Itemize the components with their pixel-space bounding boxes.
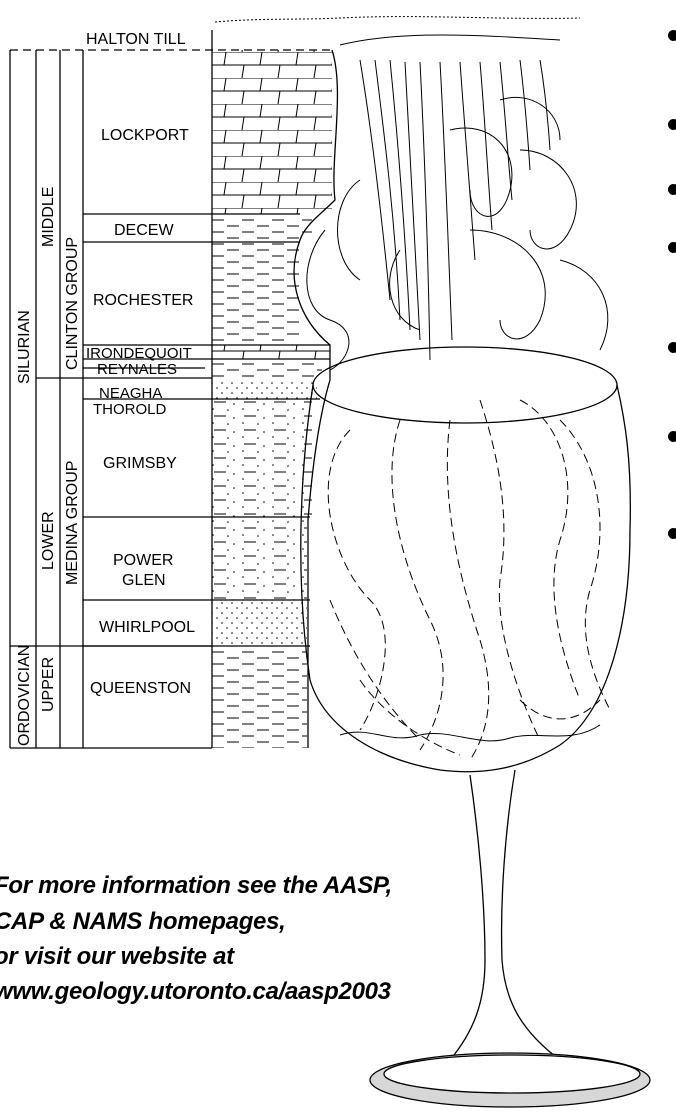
glass-stem-left [450,775,485,1060]
queenston-lithology [212,646,307,748]
label-power: POWER [113,552,173,569]
bullet-5 [668,342,676,353]
glass-rim [313,347,617,423]
bullet-4 [668,242,676,253]
glass-stem-right [502,770,560,1060]
glass-bowl [301,385,631,772]
label-irondequoit: IRONDEQUOIT [86,345,192,362]
info-line-4[interactable]: www.geology.utoronto.ca/aasp2003 [0,978,391,1006]
powerglen-lithology [212,517,307,600]
glass-foot-top [384,1055,640,1093]
reynales-neagha-lithology [212,359,322,379]
label-neagha: NEAGHA [99,385,162,402]
bullet-3 [668,184,676,195]
info-line-3: or visit our website at [0,943,234,971]
glass-sediment [340,725,600,741]
label-silurian: SILURIAN [16,310,33,384]
decew-lithology [212,214,312,242]
waterfall-streaks [307,35,608,370]
label-grimsby: GRIMSBY [103,455,177,472]
label-clinton-group: CLINTON GROUP [64,237,81,370]
label-queenston: QUEENSTON [90,680,191,697]
glass-swirls [328,400,610,760]
label-whirlpool: WHIRLPOOL [99,619,195,636]
label-middle: MIDDLE [40,187,57,247]
label-decew: DECEW [114,222,174,239]
label-lockport: LOCKPORT [101,127,189,144]
whirlpool-lithology [212,600,307,646]
bullet-1 [668,30,676,41]
bullet-7 [668,528,676,539]
label-thorold: THOROLD [93,401,167,418]
lockport-lithology [212,50,332,214]
bullet-2 [668,119,676,130]
label-upper: UPPER [40,657,57,712]
label-halton-till: HALTON TILL [86,31,186,48]
label-lower: LOWER [40,511,57,570]
rochester-lithology [212,242,302,345]
label-medina-group: MEDINA GROUP [64,461,81,585]
bullet-6 [668,431,676,442]
info-line-2: CAP & NAMS homepages, [0,908,286,936]
thorold-lithology [212,379,317,399]
irondequoit-lithology [212,345,330,359]
label-ordovician: ORDOVICIAN [16,645,33,746]
label-reynales: REYNALES [97,361,177,378]
grimsby-lithology [212,399,312,517]
label-glen: GLEN [122,572,166,589]
label-rochester: ROCHESTER [93,292,193,309]
grass-line [215,17,580,22]
info-line-1: For more information see the AASP, [0,872,392,900]
